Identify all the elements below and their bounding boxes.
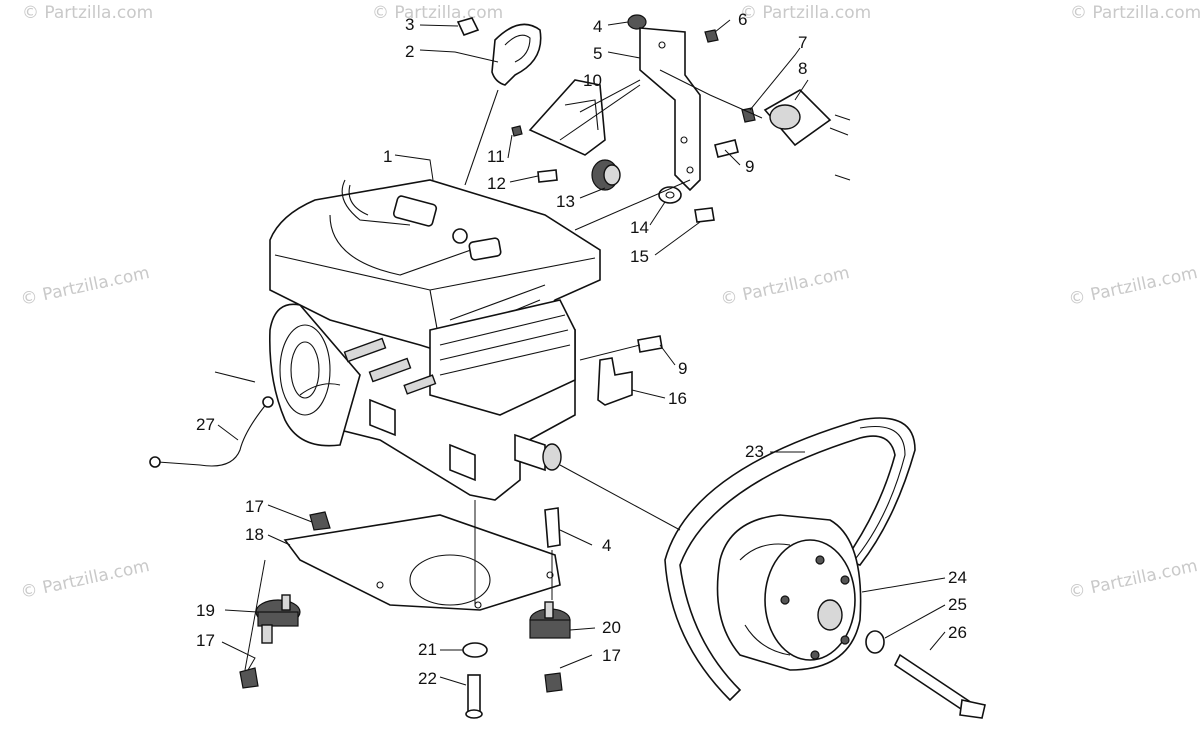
callout-26: 26 (948, 623, 967, 642)
callout-8: 8 (798, 59, 807, 78)
watermark: © Partzilla.com (719, 263, 851, 310)
callout-1: 1 (383, 147, 392, 166)
callout-16: 16 (668, 389, 687, 408)
watermark: © Partzilla.com (1067, 263, 1199, 310)
clutch-drawing (664, 417, 986, 719)
callout-25: 25 (948, 595, 967, 614)
callout-22: 22 (418, 669, 437, 688)
watermark: © Partzilla.com (22, 3, 153, 23)
callout-5: 5 (593, 44, 602, 63)
callout-4-lower: 4 (602, 536, 611, 555)
callout-17-right: 17 (602, 646, 621, 665)
watermarks: © Partzilla.com © Partzilla.com © Partzi… (19, 3, 1200, 603)
callout-12: 12 (487, 174, 506, 193)
callout-17-left: 17 (196, 631, 215, 650)
callout-10: 10 (583, 71, 602, 90)
callout-27: 27 (196, 415, 215, 434)
callout-24: 24 (948, 568, 967, 587)
callout-11: 11 (487, 147, 505, 166)
engine-drawing (268, 179, 601, 501)
watermark: © Partzilla.com (372, 3, 503, 23)
callout-19: 19 (196, 601, 215, 620)
leader-lines (217, 19, 946, 686)
watermark: © Partzilla.com (19, 263, 151, 310)
callout-9: 9 (745, 157, 754, 176)
callout-labels: 1 2 3 4 5 6 7 8 9 10 11 12 13 14 15 9 16… (196, 10, 967, 688)
plate-drawing (239, 507, 571, 719)
callout-17-top: 17 (245, 497, 264, 516)
callout-20: 20 (602, 618, 621, 637)
callout-15: 15 (630, 247, 649, 266)
callout-23: 23 (745, 442, 764, 461)
callout-2: 2 (405, 42, 414, 61)
watermark: © Partzilla.com (740, 3, 871, 23)
callout-14: 14 (630, 218, 649, 237)
ground-wire-drawing (149, 371, 274, 468)
watermark: © Partzilla.com (1070, 3, 1200, 23)
watermark: © Partzilla.com (1067, 556, 1199, 603)
callout-3: 3 (405, 15, 414, 34)
callout-7: 7 (798, 33, 807, 52)
callout-4: 4 (593, 17, 602, 36)
callout-21: 21 (418, 640, 437, 659)
top-parts-drawing (456, 14, 851, 406)
callout-13: 13 (556, 192, 575, 211)
callout-6: 6 (738, 10, 747, 29)
callout-9-mid: 9 (678, 359, 687, 378)
watermark: © Partzilla.com (19, 556, 151, 603)
callout-18: 18 (245, 525, 264, 544)
